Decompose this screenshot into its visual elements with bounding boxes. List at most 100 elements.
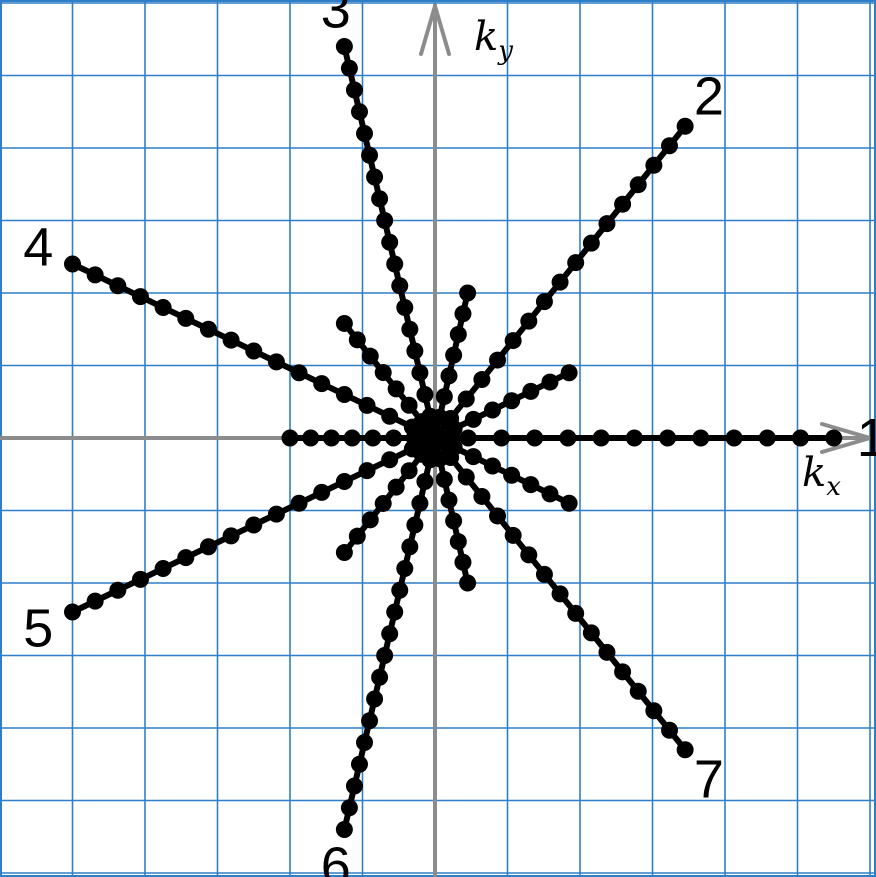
sample-point [582, 624, 600, 642]
sample-point [199, 320, 217, 338]
sample-point [421, 407, 439, 425]
sample-point [322, 429, 340, 447]
kx-axis-label: kx [802, 450, 841, 502]
sample-point [376, 647, 394, 664]
sample-point [520, 546, 538, 564]
ky-axis-arrowhead [419, 4, 451, 56]
sample-point [340, 59, 358, 77]
sample-point [403, 418, 421, 436]
sample-point [348, 331, 366, 349]
sample-point [459, 574, 477, 592]
sample-point [406, 342, 424, 360]
sample-point [483, 401, 501, 419]
short-spoke-1 [281, 429, 444, 447]
sample-point [489, 507, 507, 525]
sample-point [340, 799, 358, 817]
sample-point [825, 429, 843, 447]
ky-axis-label-subscript: y [497, 36, 513, 66]
sample-point [335, 314, 353, 332]
sample-point [692, 429, 710, 447]
sample-point [483, 457, 501, 475]
sample-point [659, 429, 677, 447]
sample-point [131, 288, 149, 306]
sample-point [222, 527, 240, 545]
sample-point [440, 367, 458, 385]
sample-point [396, 560, 414, 577]
sample-point [290, 494, 308, 512]
sample-point [364, 429, 382, 447]
sample-point [442, 448, 460, 466]
sample-point [245, 342, 263, 360]
sample-point [567, 254, 585, 272]
sample-point [361, 712, 379, 730]
sample-point [154, 299, 172, 316]
spoke-label: 3 [321, 0, 351, 39]
sample-point [376, 212, 394, 229]
sample-point [416, 473, 434, 490]
sample-point [350, 755, 368, 773]
sample-point [391, 277, 409, 295]
sample-point [522, 476, 540, 494]
sample-point [335, 473, 353, 490]
sample-point [449, 533, 467, 551]
sample-point [442, 410, 460, 428]
sample-point [541, 485, 559, 503]
sample-point [676, 741, 694, 759]
sample-point [366, 690, 384, 708]
sample-point [199, 538, 217, 556]
sample-point [381, 407, 399, 425]
sample-point [489, 351, 507, 369]
spoke-label: 1 [857, 408, 876, 468]
sample-point [551, 273, 569, 291]
sample-point [435, 388, 453, 406]
sample-point [725, 429, 743, 447]
sample-point [454, 553, 472, 571]
sample-point [625, 429, 643, 447]
sample-point [396, 299, 414, 316]
sample-point [403, 440, 421, 458]
sample-point [348, 527, 366, 545]
sample-point [267, 505, 285, 523]
sample-point [559, 429, 577, 447]
ky-axis-label: ky [474, 14, 513, 66]
sample-point [358, 462, 376, 480]
sample-point [457, 390, 475, 408]
spoke-label: 7 [694, 749, 724, 809]
sample-point [177, 549, 195, 567]
sample-point [411, 364, 429, 382]
sample-point [302, 429, 320, 447]
sample-point [371, 190, 389, 208]
sample-point [387, 478, 405, 496]
sample-point [385, 429, 403, 447]
sample-point [86, 266, 104, 284]
sample-point [526, 429, 544, 447]
sample-point [426, 429, 444, 447]
sample-point [660, 721, 678, 739]
sample-point [387, 380, 405, 398]
sample-point [335, 821, 353, 838]
sample-point [459, 284, 477, 302]
sample-point [535, 565, 553, 583]
sample-point [582, 234, 600, 252]
sample-point [406, 516, 424, 534]
sample-point [598, 643, 616, 661]
sample-point [374, 364, 392, 382]
sample-point [386, 603, 404, 621]
kx-axis-arrowhead [820, 422, 872, 454]
sample-point [520, 312, 538, 330]
spoke-7 [426, 429, 694, 759]
spoke-label: 6 [321, 837, 351, 877]
spoke-label: 2 [694, 67, 724, 127]
sample-point [551, 585, 569, 603]
ky-axis-label-base: k [474, 14, 498, 60]
sample-point [411, 494, 429, 512]
sample-point [421, 451, 439, 469]
sample-point [267, 353, 285, 371]
sample-point [560, 494, 578, 512]
sample-point [567, 604, 585, 622]
spoke-2 [426, 117, 694, 447]
sample-point [281, 429, 299, 447]
sample-point [177, 309, 195, 327]
sample-point [464, 410, 482, 428]
